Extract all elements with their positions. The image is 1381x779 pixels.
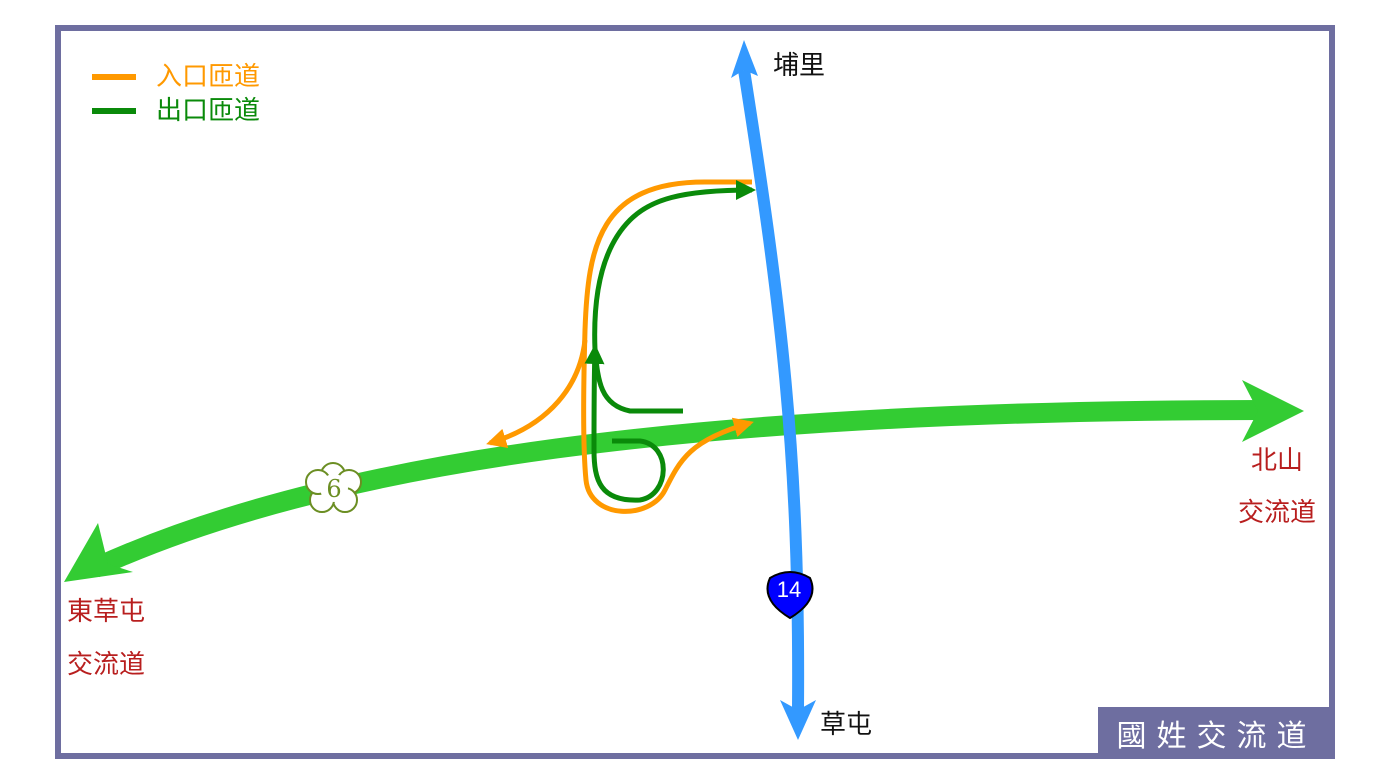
exit-ramp-to-north (592, 180, 756, 414)
legend-exit: 出口匝道 (92, 96, 260, 126)
legend-entrance: 入口匝道 (92, 62, 260, 92)
legend-entrance-label: 入口匝道 (156, 62, 261, 92)
interchange-title: 國姓交流道 (1098, 707, 1335, 759)
provincial-14-north-arrowhead (731, 40, 758, 78)
freeway-6-east-arrowhead (1242, 380, 1304, 442)
destination-west-line2: 交流道 (67, 650, 146, 680)
legend-exit-label: 出口匝道 (156, 96, 261, 126)
destination-north: 埔里 (773, 51, 826, 81)
entrance-ramp-west (486, 339, 588, 448)
provincial-14-shield: 14 (766, 571, 814, 620)
destination-east-line2: 交流道 (1238, 498, 1317, 528)
legend-entrance-swatch (92, 74, 136, 80)
entrance-ramp-loop (581, 179, 754, 514)
freeway-6-west-arrowhead (64, 523, 133, 582)
freeway-6-road (90, 400, 1266, 578)
freeway-6-number: 6 (326, 475, 341, 503)
map-frame (55, 25, 1335, 759)
provincial-14-south-arrowhead (780, 700, 816, 740)
destination-south: 草屯 (820, 710, 873, 740)
freeway-6-shield: 6 (305, 462, 362, 513)
provincial-14-number: 14 (777, 577, 801, 602)
destination-east-line1: 北山 (1251, 446, 1304, 476)
legend-exit-swatch (92, 108, 136, 114)
exit-ramp-loop (584, 344, 666, 503)
destination-west-line1: 東草屯 (67, 597, 146, 627)
